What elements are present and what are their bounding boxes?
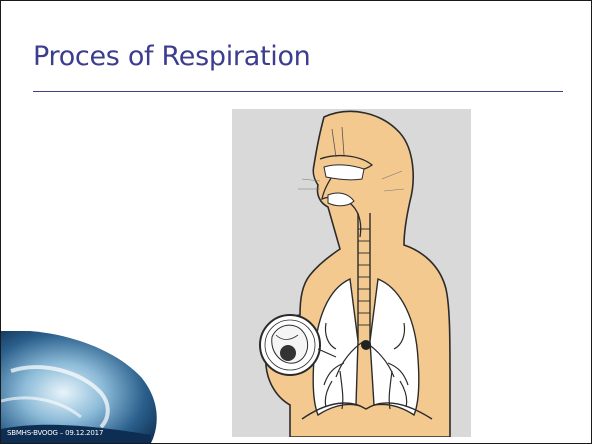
respiratory-system-diagram-icon — [232, 109, 471, 437]
respiratory-system-illustration — [232, 109, 471, 437]
ocean-wave-icon — [1, 331, 161, 443]
title-underline — [33, 91, 563, 92]
wave-decoration — [1, 331, 161, 443]
slide-title: Proces of Respiration — [33, 41, 310, 72]
slide-footer: SBMHS-BVOOG – 09.12.2017 — [7, 429, 103, 437]
